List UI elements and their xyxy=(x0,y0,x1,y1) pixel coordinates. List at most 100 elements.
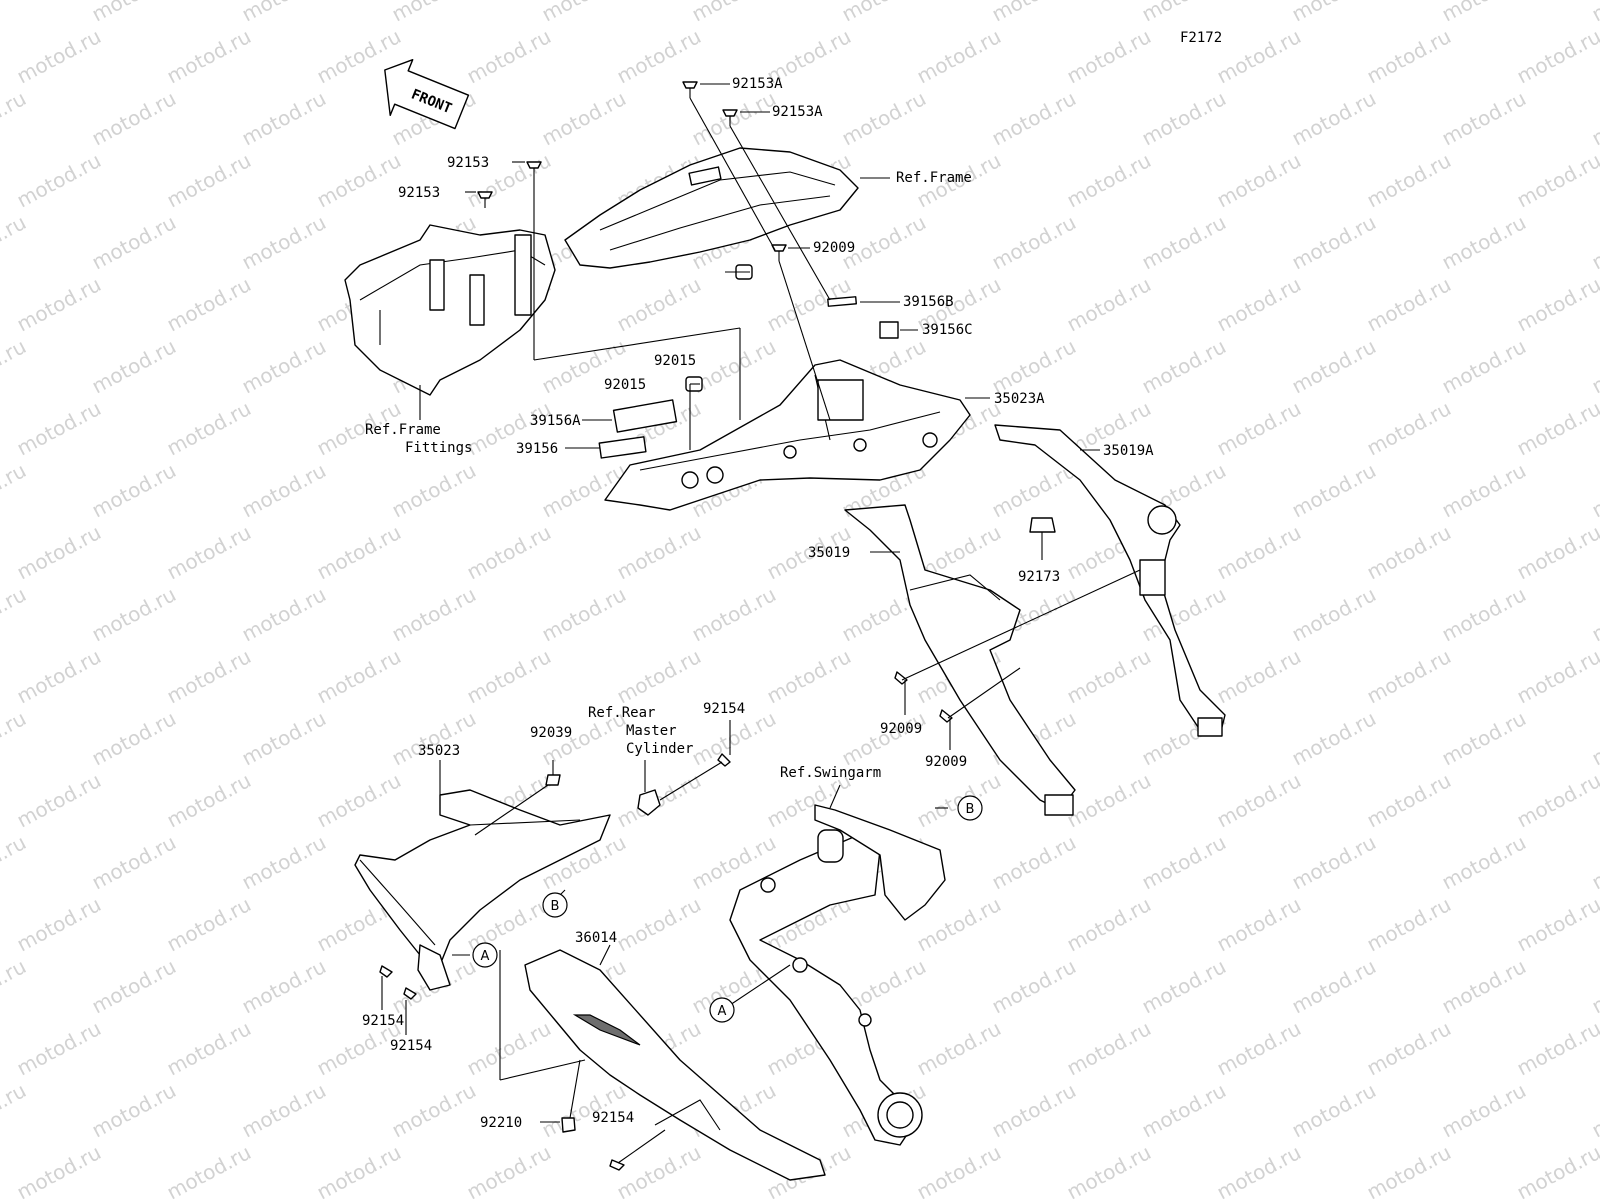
watermark-text: motod.ru xyxy=(838,706,930,770)
watermark-text: motod.ru xyxy=(13,768,105,832)
watermark-text: motod.ru xyxy=(1138,830,1230,894)
watermark-text: motod.ru xyxy=(1588,334,1600,398)
watermark-text: motod.ru xyxy=(88,582,180,646)
watermark-text: motod.ru xyxy=(88,334,180,398)
label-ref-frame-fittings-2: Fittings xyxy=(405,440,472,456)
watermark-text: motod.ru xyxy=(1438,210,1530,274)
watermark-text: motod.ru xyxy=(0,706,30,770)
watermark-text: motod.ru xyxy=(388,582,480,646)
label-92154-top: 92154 xyxy=(703,701,745,717)
watermark-text: motod.ru xyxy=(1363,1016,1455,1080)
watermark-text: motod.ru xyxy=(313,1140,405,1200)
watermark-text: motod.ru xyxy=(1138,210,1230,274)
watermark-text: motod.ru xyxy=(13,24,105,88)
watermark-text: motod.ru xyxy=(988,86,1080,150)
watermark-text: motod.ru xyxy=(0,0,30,26)
callout-b-left: B xyxy=(542,892,568,918)
watermark-text: motod.ru xyxy=(238,954,330,1018)
watermark-text: motod.ru xyxy=(388,1078,480,1142)
watermark-text: motod.ru xyxy=(88,458,180,522)
watermark-text: motod.ru xyxy=(988,334,1080,398)
label-92154-l2: 92154 xyxy=(390,1038,432,1054)
watermark-text: motod.ru xyxy=(1588,86,1600,150)
svg-text:B: B xyxy=(966,802,975,817)
watermark-text: motod.ru xyxy=(1513,644,1600,708)
watermark-text: motod.ru xyxy=(13,272,105,336)
label-92153A-1: 92153A xyxy=(732,76,783,92)
watermark-text: motod.ru xyxy=(1213,1016,1305,1080)
watermark-text: motod.ru xyxy=(988,210,1080,274)
watermark-text: motod.ru xyxy=(1138,954,1230,1018)
watermark-text: motod.ru xyxy=(1438,954,1530,1018)
pad-39156B xyxy=(827,296,857,307)
watermark-text: motod.ru xyxy=(1288,1078,1380,1142)
watermark-text: motod.ru xyxy=(238,830,330,894)
watermark-text: motod.ru xyxy=(538,0,630,26)
watermark-text: motod.ru xyxy=(913,24,1005,88)
watermark-text: motod.ru xyxy=(0,582,30,646)
watermark-text: motod.ru xyxy=(1063,24,1155,88)
watermark-text: motod.ru xyxy=(1513,148,1600,212)
watermark-text: motod.ru xyxy=(988,1078,1080,1142)
watermark-text: motod.ru xyxy=(1213,1140,1305,1200)
watermark-text: motod.ru xyxy=(613,892,705,956)
watermark-text: motod.ru xyxy=(1438,86,1530,150)
watermark-text: motod.ru xyxy=(1138,86,1230,150)
watermark-text: motod.ru xyxy=(1363,520,1455,584)
watermark-text: motod.ru xyxy=(238,210,330,274)
watermark-text: motod.ru xyxy=(88,706,180,770)
watermark-text: motod.ru xyxy=(1213,396,1305,460)
label-92039: 92039 xyxy=(530,725,572,741)
watermark-text: motod.ru xyxy=(1213,272,1305,336)
watermark-text: motod.ru xyxy=(763,644,855,708)
clip-92173 xyxy=(1029,517,1056,533)
label-92153A-2: 92153A xyxy=(772,104,823,120)
watermark-text: motod.ru xyxy=(1513,1140,1600,1200)
label-ref-rear-1: Ref.Rear xyxy=(588,705,655,721)
master-cylinder-bracket xyxy=(637,789,661,816)
watermark-text: motod.ru xyxy=(463,520,555,584)
watermark-text: motod.ru xyxy=(0,210,30,274)
watermark-text: motod.ru xyxy=(238,582,330,646)
watermark-text: motod.ru xyxy=(163,892,255,956)
label-35019A: 35019A xyxy=(1103,443,1154,459)
watermark-text: motod.ru xyxy=(238,706,330,770)
watermark-text: motod.ru xyxy=(313,520,405,584)
label-92173: 92173 xyxy=(1018,569,1060,585)
watermark-text: motod.ru xyxy=(1063,1016,1155,1080)
rear-fender-35023 xyxy=(354,789,611,991)
watermark-text: motod.ru xyxy=(1063,1140,1155,1200)
frame-seat-pan xyxy=(564,147,859,269)
watermark-text: motod.ru xyxy=(163,1016,255,1080)
watermark-text: motod.ru xyxy=(1588,1078,1600,1142)
watermark-text: motod.ru xyxy=(1363,644,1455,708)
watermark-text: motod.ru xyxy=(313,148,405,212)
label-92009-mid: 92009 xyxy=(880,721,922,737)
watermark-text: motod.ru xyxy=(88,0,180,26)
watermark-text: motod.ru xyxy=(163,396,255,460)
svg-text:A: A xyxy=(718,1004,727,1019)
watermark-text: motod.ru xyxy=(1438,582,1530,646)
svg-text:A: A xyxy=(481,949,490,964)
watermark-text: motod.ru xyxy=(163,148,255,212)
watermark-text: motod.ru xyxy=(1063,892,1155,956)
label-92210: 92210 xyxy=(480,1115,522,1131)
label-35019: 35019 xyxy=(808,545,850,561)
diagram-code: F2172 xyxy=(1180,30,1222,46)
label-92154-l1: 92154 xyxy=(362,1013,404,1029)
pad-39156 xyxy=(598,436,647,459)
watermark-text: motod.ru xyxy=(13,396,105,460)
watermark-text: motod.ru xyxy=(1363,768,1455,832)
watermark-text: motod.ru xyxy=(988,0,1080,26)
watermark-text: motod.ru xyxy=(988,954,1080,1018)
pad-39156C xyxy=(879,321,899,339)
watermark-text: motod.ru xyxy=(388,706,480,770)
watermark-text: motod.ru xyxy=(1288,706,1380,770)
watermark-text: motod.ru xyxy=(0,1078,30,1142)
watermark-text: motod.ru xyxy=(238,1078,330,1142)
swingarm-ref xyxy=(729,804,946,1146)
watermark-text: motod.ru xyxy=(1438,334,1530,398)
watermark-text: motod.ru xyxy=(163,272,255,336)
part-labels: 92153A 92153A Ref.Frame 92153 92153 9200… xyxy=(362,76,1154,1131)
